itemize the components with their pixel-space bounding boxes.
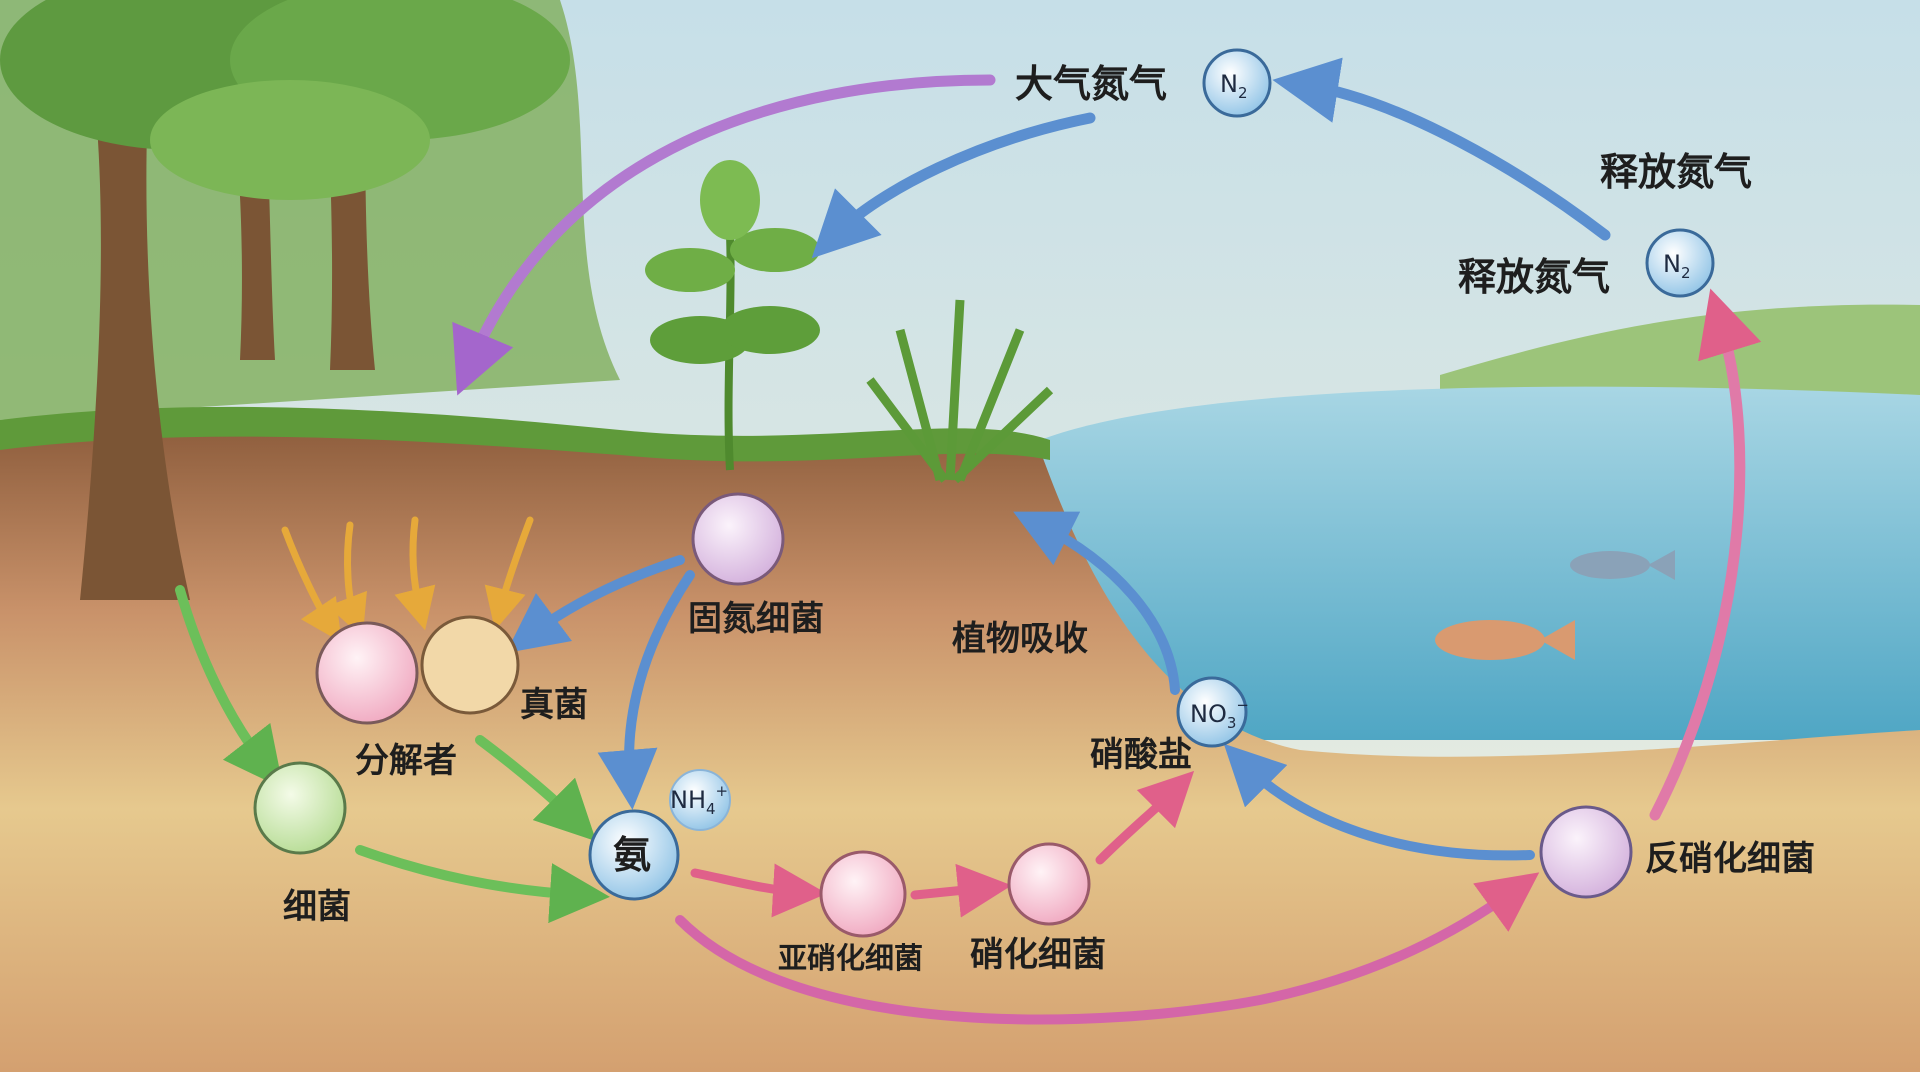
arrow-fixation-to-decomposers (505, 555, 685, 653)
arrow-decomposers-to-ammonia (475, 735, 597, 842)
arrow-leaves-4 (484, 516, 534, 631)
arrow-nitrifying-to-nitrate (1095, 770, 1195, 865)
ammonium-circle (669, 769, 731, 831)
arrow-leaves-2 (327, 521, 367, 638)
release-n2-circle (1645, 228, 1715, 298)
nitrate-circle (1176, 676, 1248, 748)
arrow-leaves-1 (281, 526, 342, 643)
lake (1040, 386, 1920, 740)
plants (645, 160, 1054, 484)
arrow-bacteria-to-ammonia (355, 845, 610, 924)
arrow-leaves-3 (394, 516, 436, 631)
arrow-atmosphere-to-decomposition (452, 74, 996, 396)
arrow-atmosphere-to-plant (811, 112, 1096, 259)
ammonia-label: 氨 (613, 833, 651, 877)
decomposers-label: 分解者 (355, 741, 457, 781)
cycle-arrows (175, 57, 1762, 1025)
soil-bacteria-circle (253, 761, 347, 855)
atmospheric-n2-label: 大气氮气 (1015, 62, 1167, 106)
trees (0, 0, 570, 600)
grass-layer (0, 406, 1050, 462)
fungi-label: 真菌 (520, 685, 588, 725)
denitrifying-bacteria-circle (1539, 805, 1633, 899)
arrow-ammonia-to-nitrite (690, 863, 827, 918)
ammonia-circle (588, 809, 680, 901)
far-hill (1440, 304, 1920, 400)
plant-uptake-label: 植物吸收 (952, 619, 1088, 659)
ammonium-formula: NH4+ (670, 782, 728, 818)
nitrite-bacteria-circle (819, 850, 907, 938)
decomposer-bacteria-circle (315, 621, 419, 725)
microbes (253, 48, 1715, 938)
soil-cross-section (0, 414, 1920, 1072)
atmospheric-n2-formula: N2 (1220, 70, 1248, 102)
nitrifying-bacteria-circle (1007, 842, 1091, 926)
nitrate-formula: NO3− (1190, 696, 1249, 732)
arrow-release-to-atmosphere (1272, 57, 1611, 241)
release-n2-top-label: 释放氮气 (1600, 150, 1752, 194)
bacteria-label: 细菌 (283, 887, 351, 927)
arrow-fixation-to-ammonia (597, 570, 695, 810)
nitrate-label: 硝酸盐 (1090, 735, 1192, 775)
atmospheric-n2-circle (1202, 48, 1272, 118)
nitrogen-fixing-bacteria-circle (691, 492, 785, 586)
arrow-nitrite-to-nitrifying (910, 863, 1012, 918)
arrow-roots-to-bacteria (175, 585, 284, 789)
fungi-circle (420, 615, 520, 715)
arrow-nitrate-to-plant (1013, 511, 1180, 695)
fish (1435, 550, 1675, 660)
release-n2-label: 释放氮气 (1458, 255, 1610, 299)
nitrogen-fixing-bacteria-label: 固氮细菌 (688, 599, 824, 639)
release-n2-formula: N2 (1663, 250, 1691, 282)
arrow-denitrification-from-nitrate (1223, 743, 1535, 861)
arrow-ammonia-to-denitrification (675, 872, 1540, 1025)
arrow-denitrification-up (1649, 288, 1762, 821)
denitrifying-bacteria-label: 反硝化细菌 (1645, 839, 1815, 879)
nitrifying-bacteria-label: 硝化细菌 (970, 935, 1106, 975)
nitrite-bacteria-label: 亚硝化细菌 (778, 941, 923, 975)
